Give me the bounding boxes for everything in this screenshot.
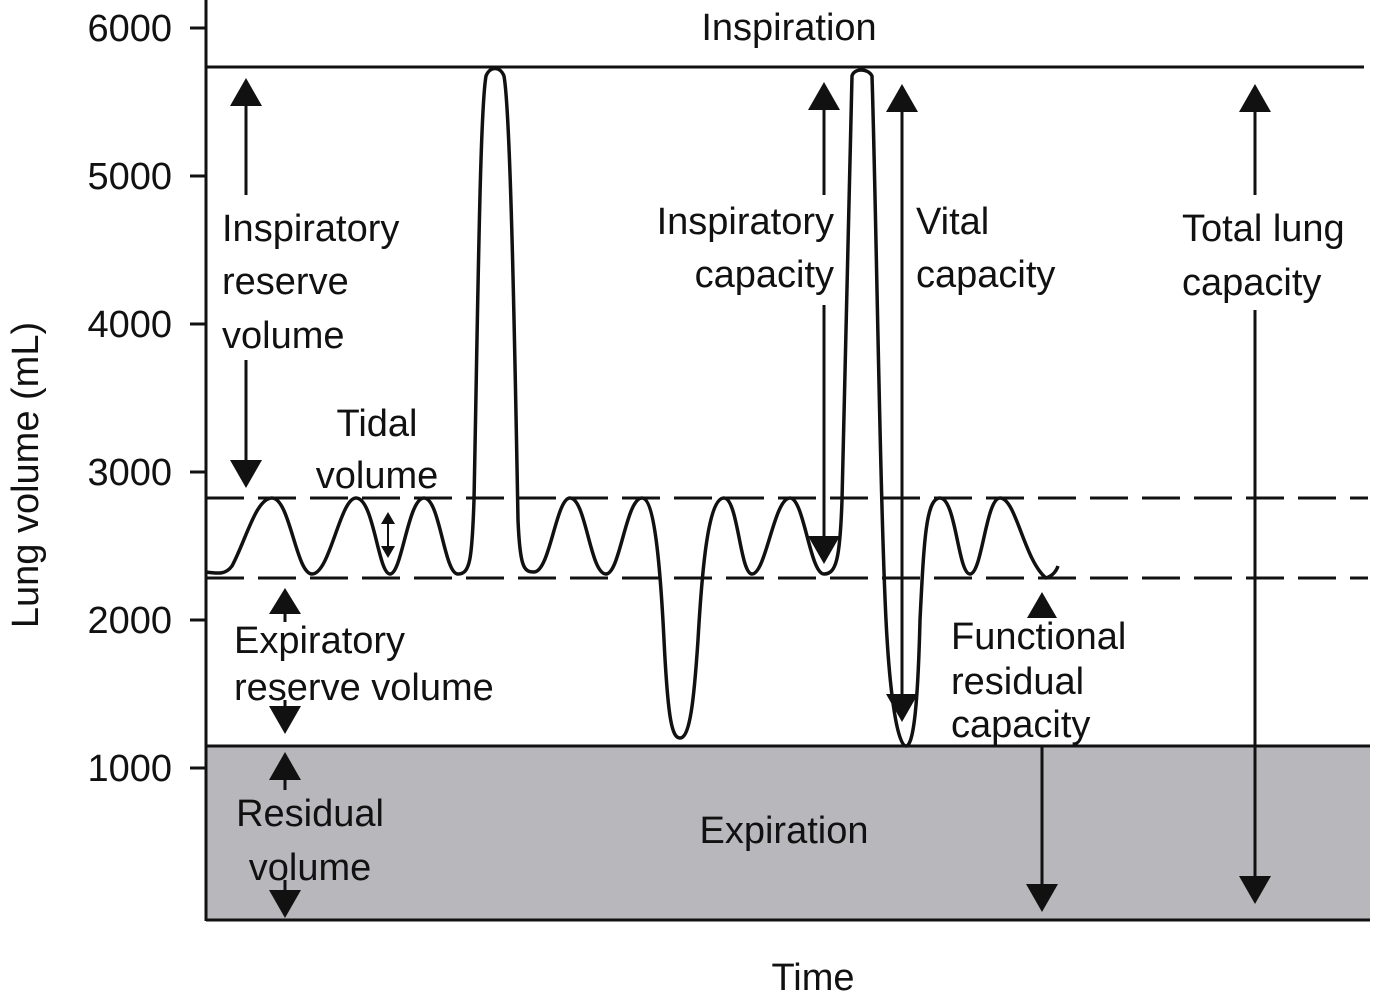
residual-volume-label: Residual volume <box>236 793 384 889</box>
svg-text:residual: residual <box>951 661 1084 703</box>
inspiratory-reserve-volume-arrow <box>230 78 262 488</box>
svg-text:capacity: capacity <box>695 254 834 296</box>
y-tick-label: 5000 <box>87 156 172 198</box>
tidal-volume-label: Tidal volume <box>316 403 439 497</box>
y-tick-label: 3000 <box>87 452 172 494</box>
svg-text:Vital: Vital <box>916 201 989 243</box>
x-axis-label: Time <box>771 957 854 999</box>
svg-text:volume: volume <box>249 847 372 889</box>
frc-label: Functional residual capacity <box>951 616 1126 746</box>
svg-text:Inspiratory: Inspiratory <box>657 201 834 243</box>
svg-text:reserve: reserve <box>222 261 349 303</box>
vital-capacity-arrow <box>886 84 918 722</box>
total-lung-capacity-arrow <box>1239 84 1271 904</box>
svg-text:Inspiratory: Inspiratory <box>222 208 399 250</box>
y-axis-ticks: 1000 2000 3000 4000 5000 6000 <box>87 8 206 790</box>
y-tick-label: 2000 <box>87 600 172 642</box>
svg-text:Tidal: Tidal <box>337 403 418 445</box>
y-tick-label: 4000 <box>87 304 172 346</box>
y-axis-label: Lung volume (mL) <box>5 322 47 628</box>
residual-volume-arrow <box>269 752 301 918</box>
svg-text:volume: volume <box>316 455 439 497</box>
svg-text:Expiratory: Expiratory <box>234 620 405 662</box>
svg-text:Total lung: Total lung <box>1182 208 1345 250</box>
inspiration-label: Inspiration <box>701 7 876 49</box>
residual-volume-band <box>206 746 1370 920</box>
y-tick-label: 6000 <box>87 8 172 50</box>
svg-text:capacity: capacity <box>1182 262 1321 304</box>
tlc-label: Total lung capacity <box>1182 208 1345 304</box>
inspiratory-capacity-arrow <box>808 82 840 564</box>
svg-text:capacity: capacity <box>916 254 1055 296</box>
inspiratory-capacity-label: Inspiratory capacity <box>657 201 834 296</box>
functional-residual-capacity-arrow <box>1026 592 1058 912</box>
spirogram-trace <box>205 66 1060 748</box>
svg-text:Functional: Functional <box>951 616 1126 658</box>
irv-label: Inspiratory reserve volume <box>222 208 399 357</box>
expiration-label: Expiration <box>700 810 869 852</box>
erv-label: Expiratory reserve volume <box>234 620 494 709</box>
expiratory-reserve-volume-arrow <box>269 588 301 734</box>
tidal-volume-arrow <box>381 512 395 558</box>
svg-text:reserve volume: reserve volume <box>234 667 494 709</box>
y-tick-label: 1000 <box>87 748 172 790</box>
svg-text:Residual: Residual <box>236 793 384 835</box>
svg-text:volume: volume <box>222 315 345 357</box>
vital-capacity-label: Vital capacity <box>916 201 1055 296</box>
svg-text:capacity: capacity <box>951 704 1090 746</box>
